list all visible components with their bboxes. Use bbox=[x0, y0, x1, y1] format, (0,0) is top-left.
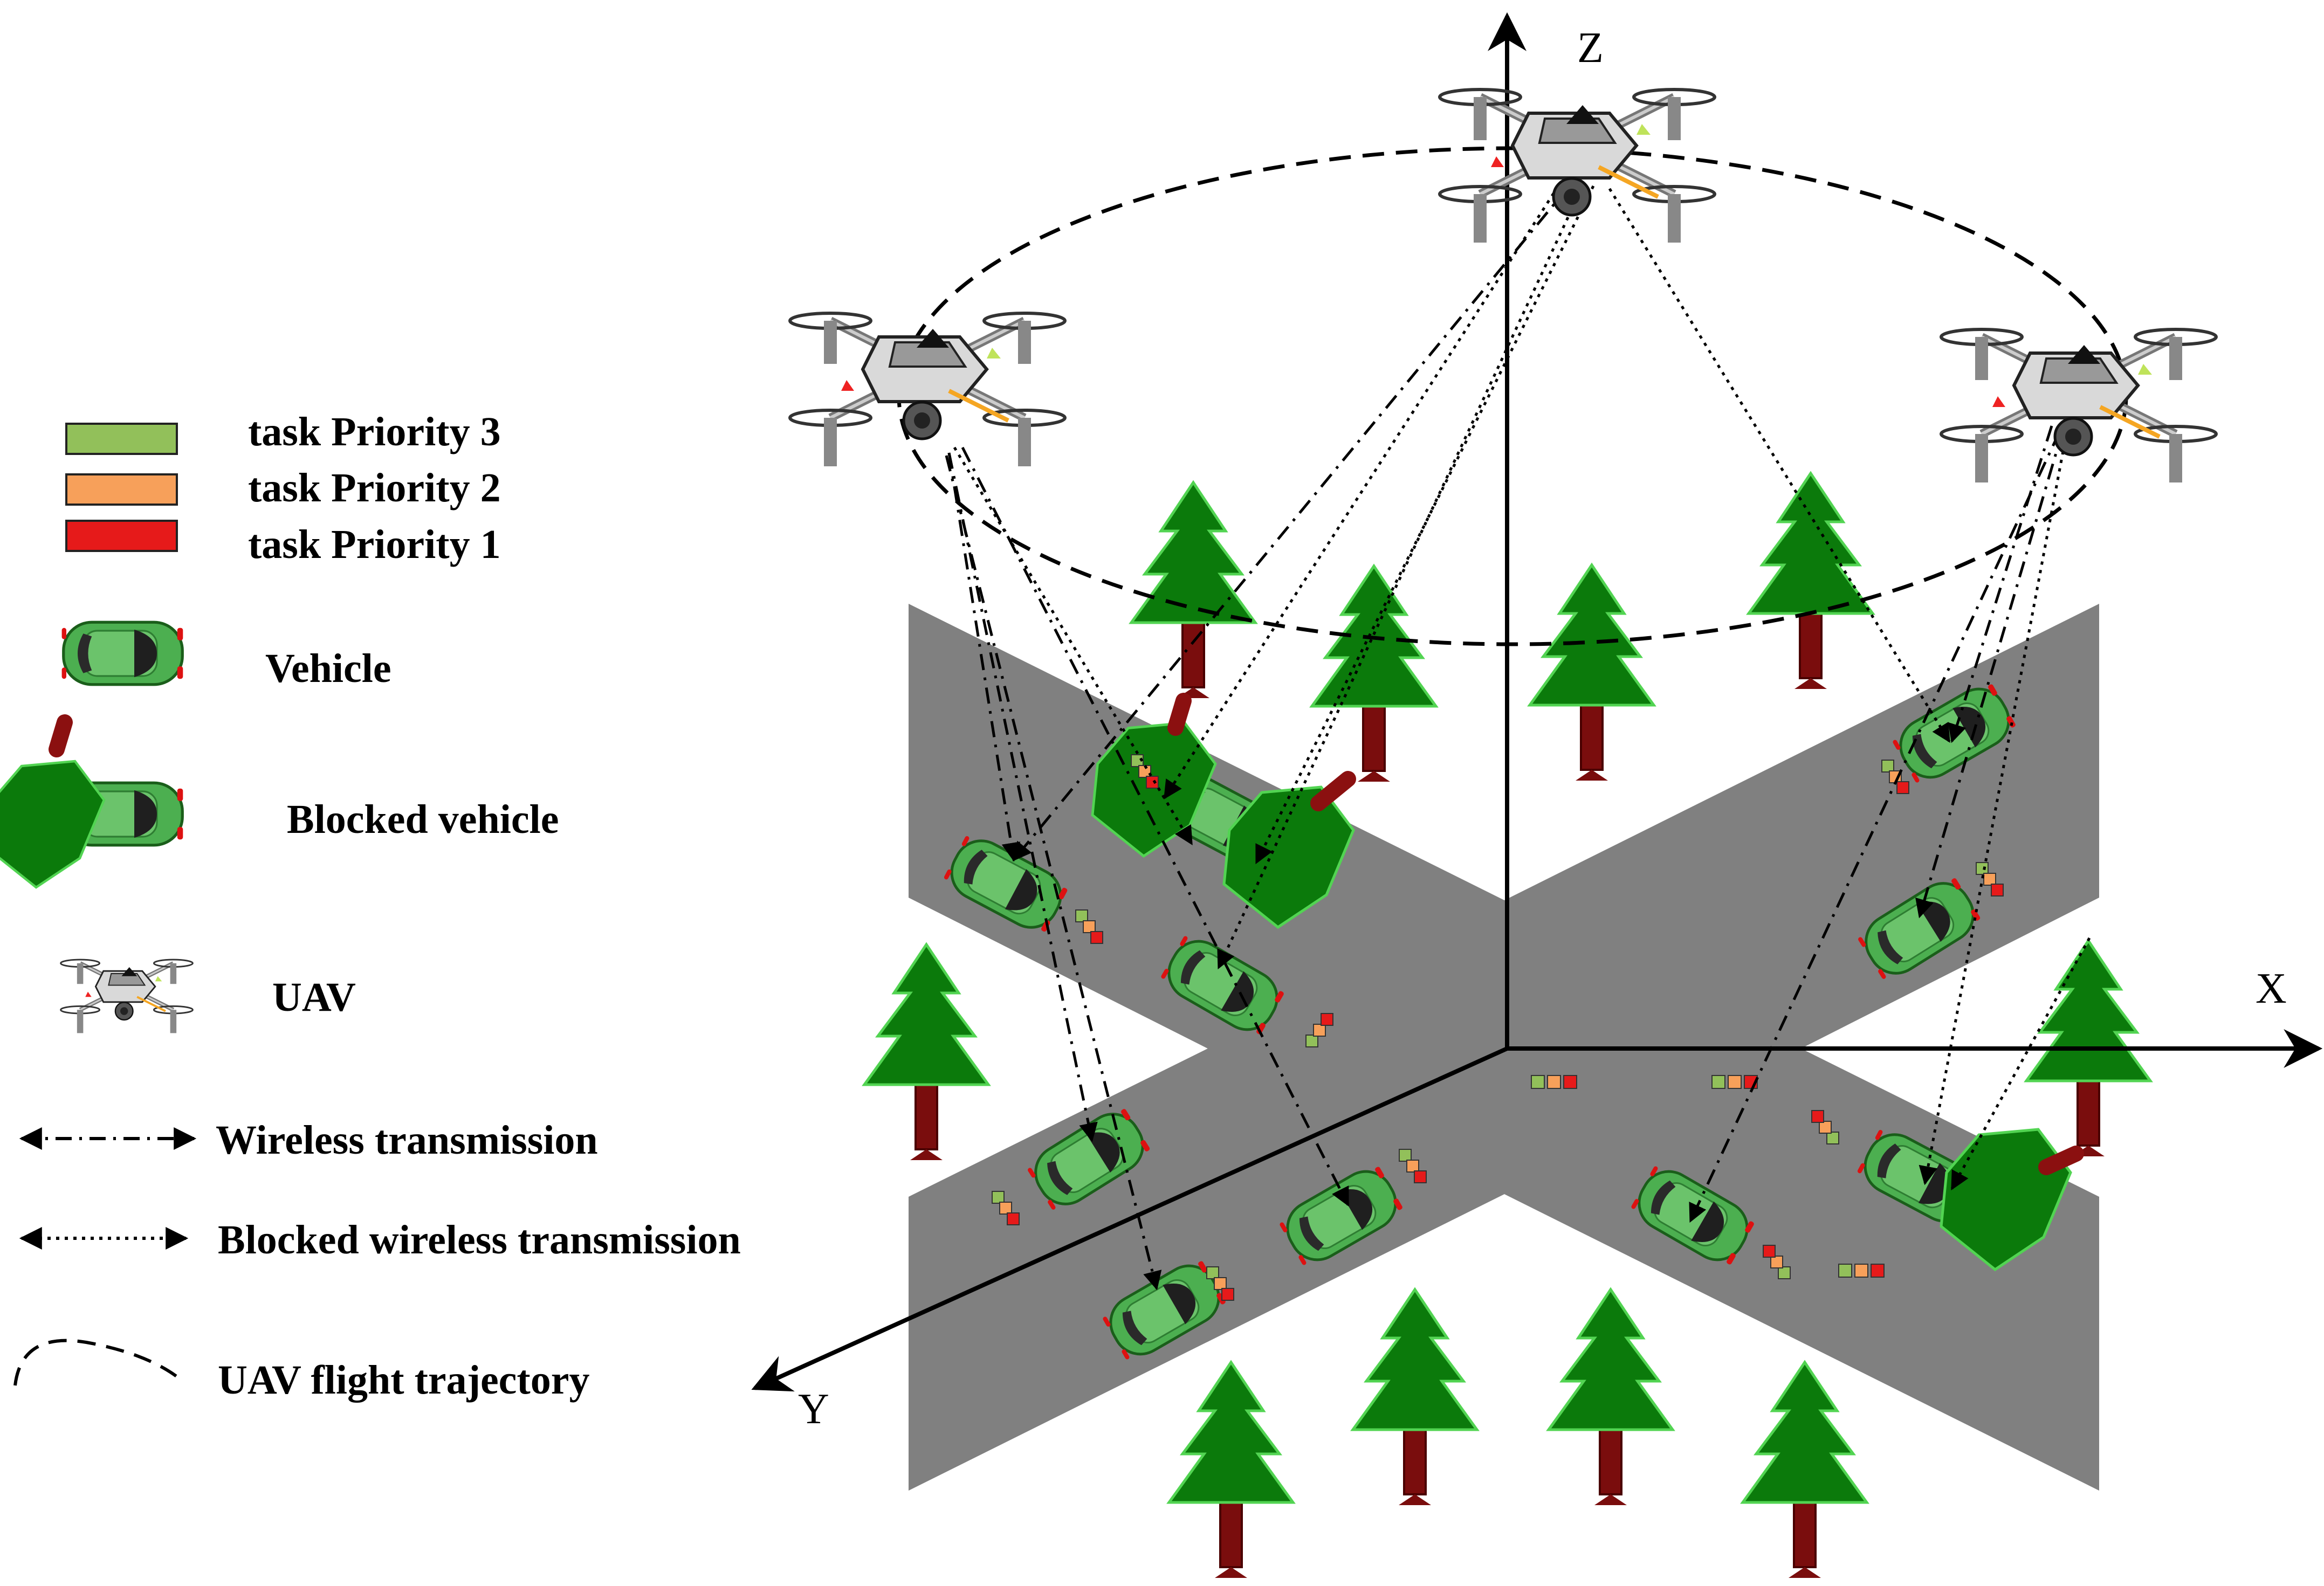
wireless-link bbox=[1689, 430, 2061, 1223]
road-center bbox=[1208, 900, 1801, 1194]
wireless-link bbox=[1948, 425, 2053, 743]
uav-icon bbox=[790, 313, 1065, 466]
wireless-link bbox=[1915, 431, 2064, 919]
legend-vehicle-icon bbox=[62, 622, 183, 685]
task-row bbox=[1711, 1075, 1758, 1089]
legend-label-vehicle: Vehicle bbox=[265, 646, 391, 691]
wireless-links bbox=[945, 185, 2064, 1291]
legend-obstruction-icon bbox=[0, 760, 106, 889]
uav-icon bbox=[1941, 329, 2216, 482]
wireless-link bbox=[961, 446, 1350, 1207]
legend-label-blocked-vehicle: Blocked vehicle bbox=[287, 797, 559, 842]
legend-swatch-priority3 bbox=[65, 423, 178, 455]
obstruction bbox=[1091, 721, 1217, 858]
legend-label-blocked-wireless: Blocked wireless transmission bbox=[218, 1217, 741, 1263]
legend-label-priority2: task Priority 2 bbox=[248, 465, 501, 511]
blocked-link bbox=[1217, 185, 1584, 970]
wireless-link bbox=[947, 452, 1021, 862]
legend-uav-icon bbox=[61, 960, 193, 1033]
legend-label-trajectory: UAV flight trajectory bbox=[218, 1357, 589, 1403]
legend-label-priority1: task Priority 1 bbox=[248, 522, 501, 567]
legend-swatch-priority1 bbox=[65, 520, 178, 552]
legend-swatch-priority2 bbox=[65, 473, 178, 506]
y-axis-label: Y bbox=[798, 1385, 829, 1433]
blocked-link bbox=[1255, 185, 1595, 865]
z-axis-label: Z bbox=[1577, 24, 1604, 72]
task-row bbox=[1838, 1264, 1885, 1278]
axes: Z X Y bbox=[751, 12, 2323, 1433]
legend-label-uav: UAV bbox=[272, 975, 356, 1020]
x-axis-label: X bbox=[2256, 965, 2287, 1012]
obstructions bbox=[1091, 693, 2084, 1272]
wireless-link bbox=[945, 455, 1162, 1291]
task-row bbox=[1531, 1075, 1577, 1089]
uav-flight-trajectory bbox=[897, 146, 2128, 646]
legend: task Priority 3 task Priority 2 task Pri… bbox=[0, 409, 741, 1403]
blocked-wireless-links bbox=[953, 185, 2091, 1191]
legend-trajectory-line bbox=[13, 1339, 179, 1386]
wireless-link bbox=[1012, 185, 1570, 861]
y-axis bbox=[751, 1046, 1508, 1392]
blocked-link bbox=[1163, 185, 1560, 799]
legend-label-priority3: task Priority 3 bbox=[248, 409, 501, 454]
legend-label-wireless: Wireless transmission bbox=[216, 1118, 598, 1163]
obstruction bbox=[1940, 1128, 2072, 1272]
road-lower-right-arm bbox=[1504, 1049, 2099, 1491]
wireless-link bbox=[947, 452, 1098, 1142]
